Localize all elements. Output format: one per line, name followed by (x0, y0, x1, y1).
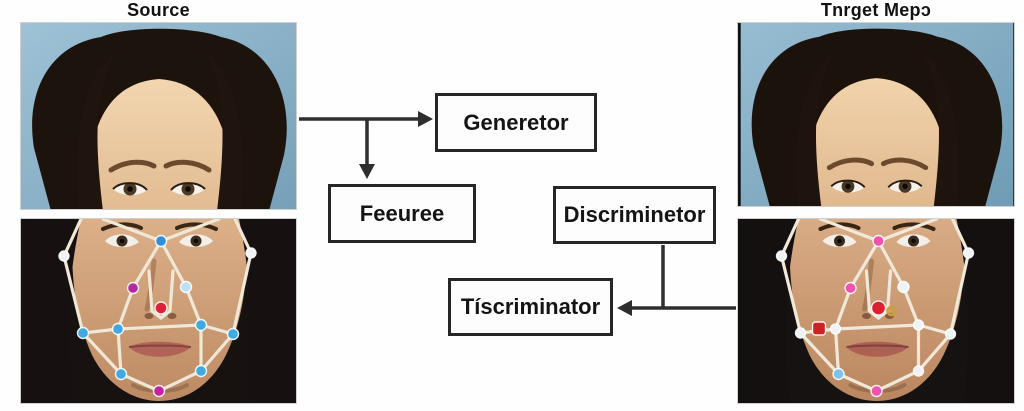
lower-face-illustration (21, 219, 296, 403)
target-bottom-photo (737, 218, 1015, 404)
discriminator-box: Discriminetor (553, 186, 716, 244)
generator-box: Generetor (435, 93, 597, 152)
tiscriminator-box: Tíscriminator (448, 278, 613, 336)
target-column-label: Tnrget Mepɔ (820, 0, 932, 20)
arrowhead-down-icon (359, 164, 375, 179)
feature-box: Feeuree (328, 184, 476, 243)
nose-ring (886, 305, 897, 317)
generator-label: Generetor (463, 109, 569, 135)
arrowhead-left-icon (617, 300, 632, 316)
discriminator-label: Discriminetor (563, 202, 706, 227)
upper-face-illustration (21, 23, 296, 209)
arrowhead-right-icon (418, 111, 433, 127)
source-bottom-photo (20, 218, 297, 404)
landmark-dots (775, 234, 975, 398)
lower-face-illustration (738, 219, 1014, 403)
source-column-label: Source (127, 0, 190, 20)
upper-face-illustration (740, 23, 1014, 206)
source-top-photo (20, 22, 297, 210)
feature-label: Feeuree (359, 200, 445, 226)
tiscriminator-label: Tíscriminator (460, 294, 601, 319)
landmark-dots (58, 234, 257, 398)
target-top-photo (737, 22, 1015, 207)
cheek-red-marker (811, 321, 827, 336)
